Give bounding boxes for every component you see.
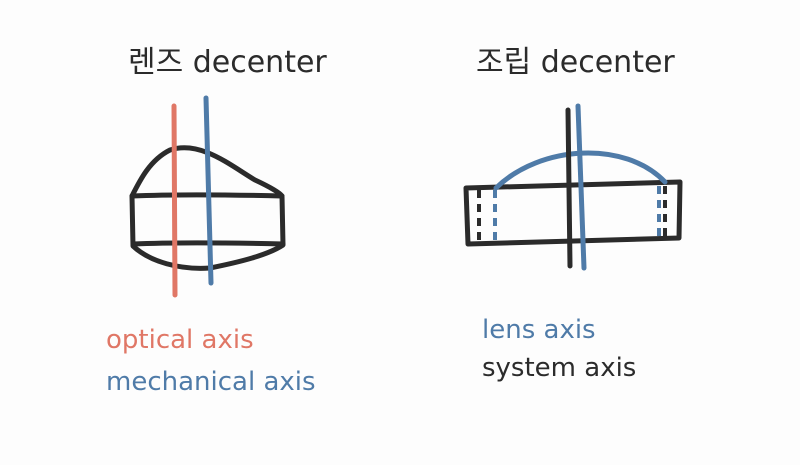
optical-axis-line — [171, 103, 178, 298]
system-axis-line — [565, 107, 573, 269]
lens-decenter-title: 렌즈 decenter — [128, 45, 327, 80]
system-axis-label: system axis — [482, 353, 636, 383]
lens-outline — [129, 145, 286, 271]
assembly-decenter-panel: 조립 decenter lens axis system axis — [463, 45, 683, 383]
mechanical-axis-label: mechanical axis — [106, 367, 316, 397]
lens-axis-label: lens axis — [482, 315, 596, 345]
lens-axis-line — [575, 103, 587, 271]
lens-decenter-panel: 렌즈 decenter optical axis mechanical axis — [106, 45, 327, 397]
barrel-outline — [463, 179, 683, 247]
mechanical-axis-line — [203, 95, 214, 286]
optical-axis-label: optical axis — [106, 325, 254, 355]
assembly-decenter-title: 조립 decenter — [476, 45, 675, 80]
